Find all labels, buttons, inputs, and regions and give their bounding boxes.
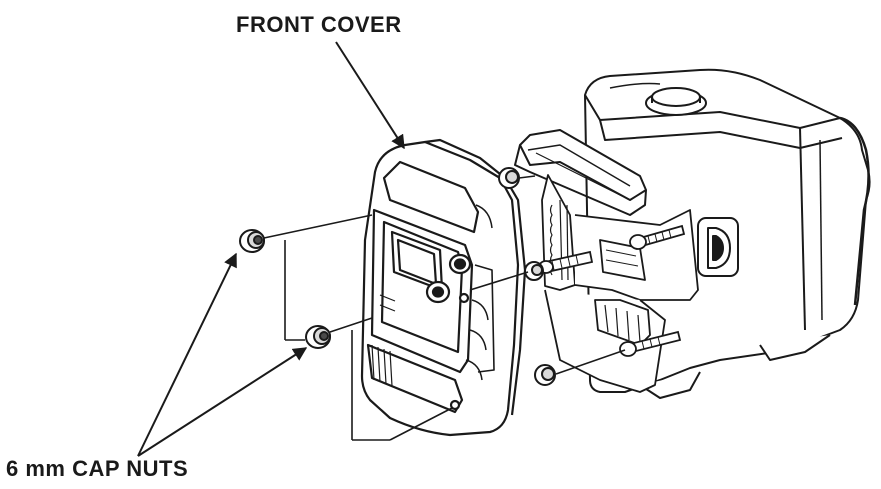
- alignment-lines: [263, 175, 626, 441]
- mounting-studs: [538, 224, 686, 357]
- carry-handle: [514, 129, 647, 216]
- cover-screw-mid: [524, 261, 544, 281]
- cap-nuts-label: 6 mm CAP NUTS: [6, 456, 189, 481]
- front-cover-part: [360, 138, 527, 437]
- cap-nut-lower-left: [305, 325, 331, 349]
- cap-nut-lower-right: [534, 364, 556, 386]
- cap-nut-upper-left: [239, 229, 265, 253]
- front-cover-label: FRONT COVER: [236, 12, 402, 37]
- cap-nut-upper-right: [498, 167, 520, 189]
- leader-arrows: [137, 41, 405, 457]
- generator-body: [584, 68, 871, 399]
